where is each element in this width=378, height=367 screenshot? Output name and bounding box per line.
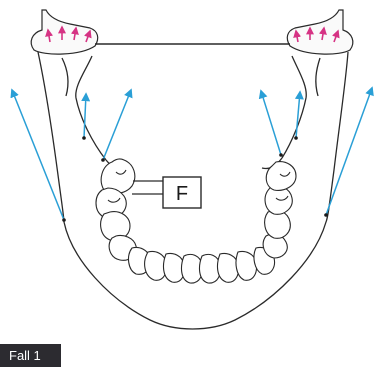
label-f-text: F [176,183,188,205]
right-condyle [287,10,353,54]
arrow-right-inner [261,91,281,155]
arrow-right-middle [296,92,300,138]
arrow-left-inner [103,90,131,160]
arrow-left-outer [12,90,64,220]
arrow-left-middle [84,94,86,138]
left-condyle [31,10,98,54]
arrow-right-outer [326,88,372,215]
figure-caption: Fall 1 [0,344,61,367]
label-f-callout: F [132,177,201,208]
